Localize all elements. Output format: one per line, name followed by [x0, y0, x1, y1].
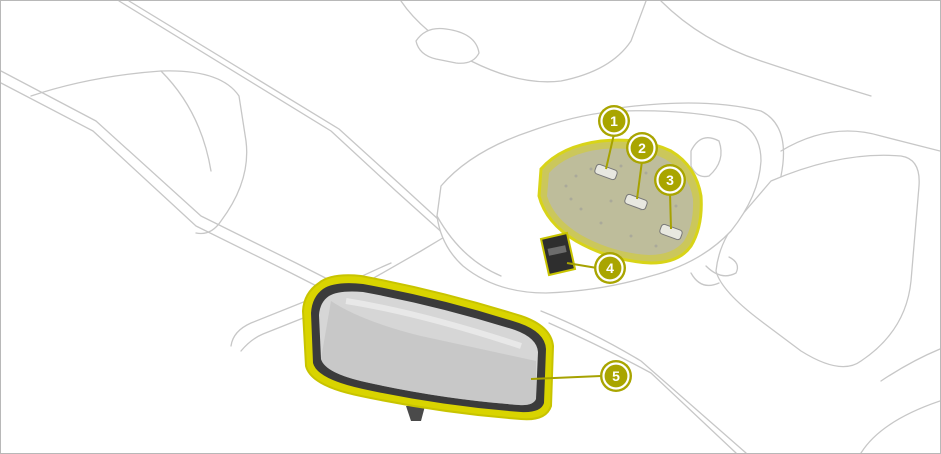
callout-label-3: 3	[666, 172, 674, 188]
callout-badge-1: 1	[598, 105, 630, 137]
callout-line-3	[670, 193, 671, 229]
callout-badge-5: 5	[600, 360, 632, 392]
callout-label-1: 1	[610, 113, 618, 129]
left-sun-visor	[31, 71, 247, 234]
callout-badge-3: 3	[654, 164, 686, 196]
callout-label-2: 2	[638, 140, 646, 156]
callout-label-5: 5	[612, 368, 620, 384]
callout-badge-4: 4	[594, 252, 626, 284]
rear-view-mirror	[303, 275, 553, 421]
callout-label-4: 4	[606, 260, 614, 276]
callout-badge-2: 2	[626, 132, 658, 164]
